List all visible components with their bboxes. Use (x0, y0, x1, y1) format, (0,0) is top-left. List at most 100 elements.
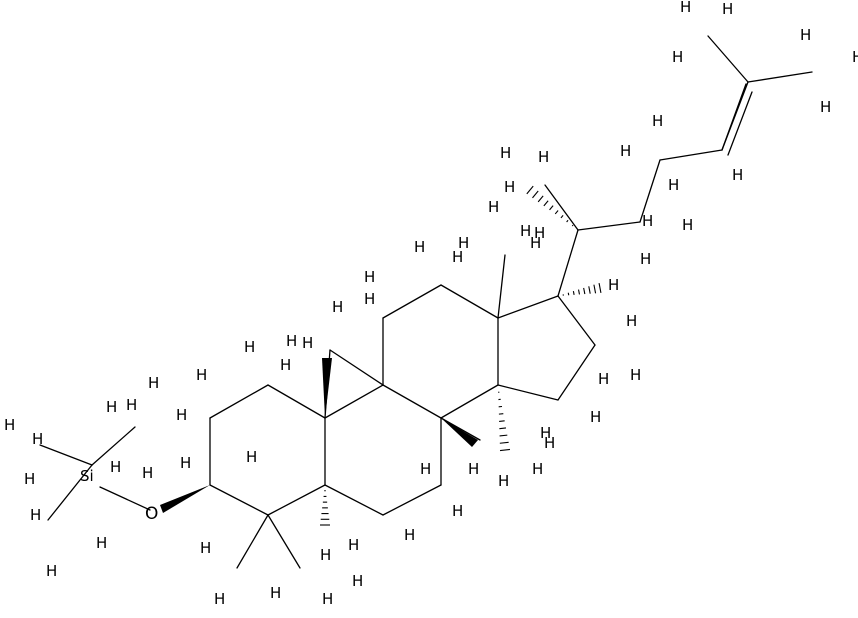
hashed-wedge-bond (579, 290, 580, 295)
hydrogen-atom-label: H (800, 26, 811, 44)
hydrogen-atom-label: H (530, 234, 541, 252)
oxygen-atom-label: O (145, 504, 158, 524)
hydrogen-atom-label: H (364, 290, 375, 308)
hydrogen-atom-label: H (364, 268, 375, 286)
hashed-wedge-bond (572, 225, 573, 226)
hydrogen-atom-label: H (246, 448, 257, 466)
bond-line (330, 350, 383, 385)
bond-line (748, 72, 812, 82)
hydrogen-atom-label: H (682, 216, 693, 234)
solid-wedge-bond (441, 418, 478, 447)
bond-line (660, 150, 722, 160)
hashed-wedge-bond (500, 449, 510, 450)
bond-line (441, 285, 498, 318)
bond-line (325, 385, 383, 418)
hydrogen-atom-label: H (640, 250, 651, 268)
hashed-wedge-bond (527, 186, 533, 194)
solid-wedge-bond (322, 358, 332, 418)
bond-line (578, 222, 640, 230)
hydrogen-atom-label: H (32, 430, 43, 448)
hashed-wedge-bond (567, 220, 568, 222)
hydrogen-atom-label: H (498, 472, 509, 490)
hashed-wedge-bond (550, 206, 554, 210)
hashed-wedge-bond (538, 196, 543, 202)
hashed-wedge-bond (584, 288, 585, 294)
hydrogen-atom-label: H (110, 458, 121, 476)
hashed-wedge-bond (599, 283, 601, 293)
hydrogen-atom-label: H (200, 539, 211, 557)
silicon-atom-label: Si (80, 467, 94, 485)
hydrogen-atom-label: H (30, 506, 41, 524)
hydrogen-atom-label: H (668, 176, 679, 194)
hydrogen-atom-label: H (722, 0, 733, 18)
bond-line (441, 418, 480, 440)
bond-line (268, 485, 325, 515)
hydrogen-atom-label: H (488, 198, 499, 216)
solid-wedge-bond (160, 485, 210, 513)
bond-line (210, 385, 268, 418)
hydrogen-atom-label: H (598, 370, 609, 388)
bond-line (545, 185, 578, 230)
hydrogen-atom-label: H (280, 356, 291, 374)
hydrogen-atom-label: H (680, 0, 691, 16)
hydrogen-atom-label: H (642, 212, 653, 230)
hydrogen-atom-label: H (244, 338, 255, 356)
hydrogen-atom-label: H (544, 434, 555, 452)
hydrogen-atom-label: H (452, 502, 463, 520)
hydrogen-atom-label: H (468, 460, 479, 478)
hashed-wedge-bond (561, 215, 563, 218)
bond-line (558, 230, 578, 296)
bond-line (40, 445, 92, 465)
hydrogen-atom-label: H (126, 396, 137, 414)
hydrogen-atom-label: H (332, 298, 343, 316)
hydrogen-atom-label: H (590, 408, 601, 426)
bond-line (383, 485, 441, 515)
hashed-wedge-bond (499, 428, 506, 429)
hydrogen-atom-label: H (420, 460, 431, 478)
hydrogen-atom-label: H (148, 374, 159, 392)
hydrogen-atom-label: H (302, 334, 313, 352)
bond-line (268, 385, 325, 418)
bond-line (441, 385, 498, 418)
hydrogen-atom-label: H (96, 534, 107, 552)
bond-line (210, 485, 268, 515)
hydrogen-atom-label: H (672, 48, 683, 66)
hydrogen-atom-label: H (500, 144, 511, 162)
hydrogen-atom-label: H (820, 98, 831, 116)
hashed-wedge-bond (573, 291, 574, 295)
bond-line (498, 255, 505, 318)
bond-line (383, 285, 441, 318)
bond-line (708, 36, 748, 82)
bond-line (498, 296, 558, 318)
hashed-wedge-bond (532, 191, 538, 198)
hydrogen-atom-label: H (852, 48, 858, 66)
hydrogen-atom-label: H (46, 562, 57, 580)
bond-layer (40, 36, 812, 568)
hashed-wedge-bond (555, 211, 558, 214)
hydrogen-atom-label: H (620, 142, 631, 160)
hydrogen-atom-label: H (352, 572, 363, 590)
hydrogen-atom-label: H (214, 590, 225, 608)
hydrogen-atom-label: H (452, 248, 463, 266)
hydrogen-atom-label: H (270, 584, 281, 602)
bond-line (498, 385, 558, 400)
bond-line (268, 515, 300, 568)
bond-line (237, 515, 268, 568)
hydrogen-atom-label: H (608, 276, 619, 294)
hydrogen-atom-label: H (538, 148, 549, 166)
hydrogen-atom-label: H (626, 312, 637, 330)
hashed-wedge-bond (499, 421, 505, 422)
hydrogen-atom-label: H (286, 332, 297, 350)
hydrogen-atom-label: H (196, 366, 207, 384)
bond-line (325, 485, 383, 515)
hashed-wedge-bond (500, 442, 509, 443)
hydrogen-atom-label: H (630, 366, 641, 384)
bond-line (558, 296, 595, 345)
hydrogen-atom-label: H (348, 536, 359, 554)
hydrogen-atom-label: H (142, 464, 153, 482)
bond-line (383, 385, 441, 418)
hashed-wedge-bond (594, 285, 596, 294)
